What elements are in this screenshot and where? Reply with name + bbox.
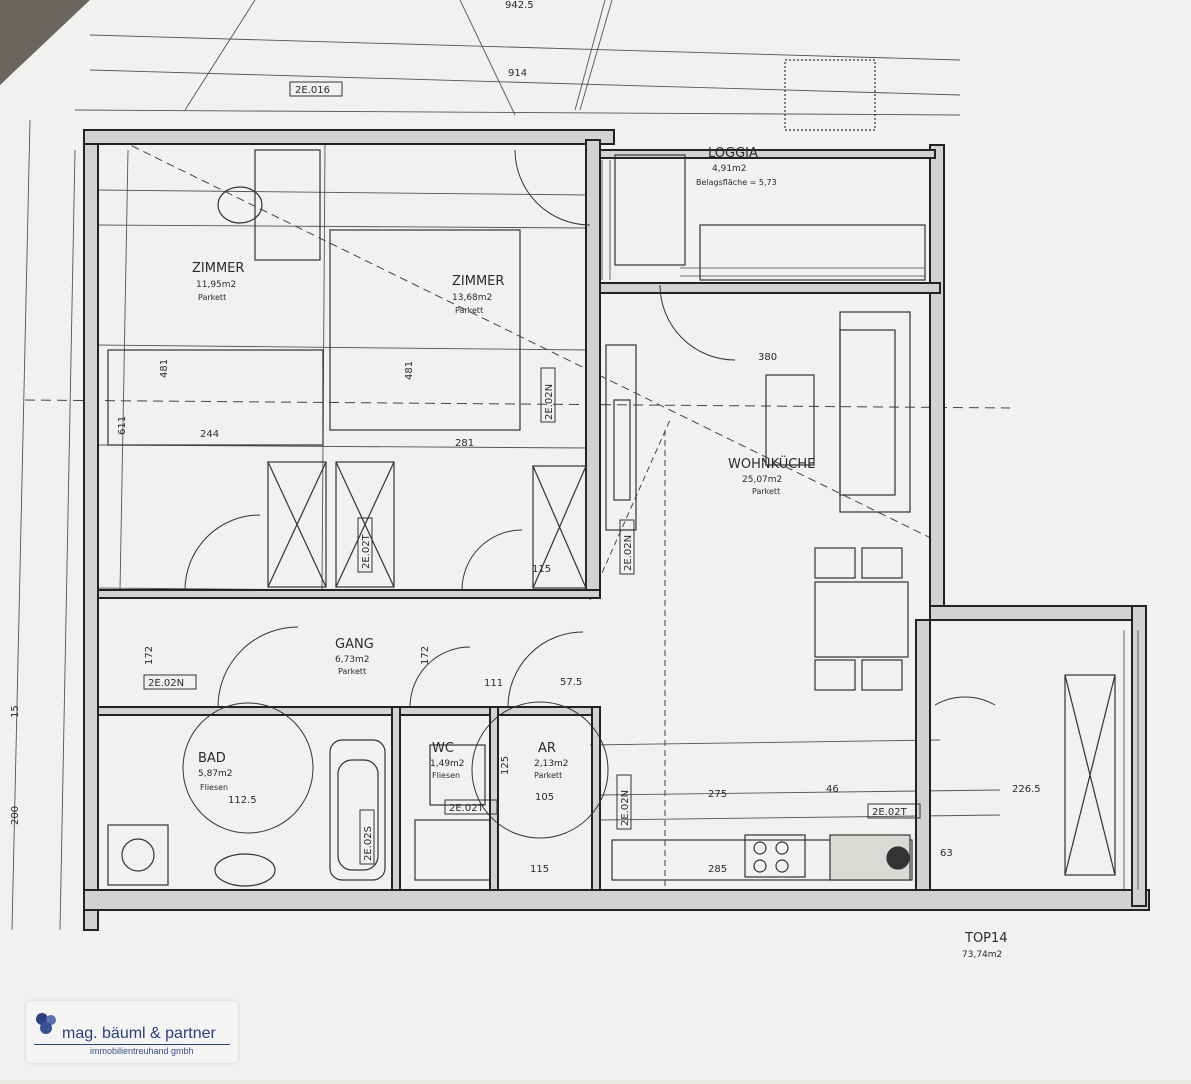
room-floor: Parkett — [455, 306, 483, 315]
logo-subtitle: immobilientreuhand gmbh — [90, 1046, 194, 1056]
room-loggia: LOGGIA 4,91m2 Belagsfläche = 5,73 — [696, 146, 777, 187]
dimension: 111 — [484, 678, 503, 689]
room-floor: Parkett — [534, 771, 562, 780]
loggia-railing — [601, 160, 1139, 890]
dimension: 481 — [159, 359, 170, 378]
dimension: 125 — [500, 756, 511, 775]
room-wc: WC 1,49m2 Fliesen — [430, 741, 465, 780]
room-floor: Fliesen — [200, 783, 228, 792]
logo-divider — [34, 1044, 230, 1045]
room-name: AR — [538, 741, 556, 756]
room-area: 2,13m2 — [534, 759, 569, 769]
dimension: 380 — [758, 352, 777, 363]
tag-label: 2E.02N — [544, 384, 555, 420]
door-swings — [182, 149, 996, 839]
dimension: 63 — [940, 848, 953, 859]
tag-label: 2E.02N — [620, 790, 631, 826]
paper-corner-shadow — [0, 0, 90, 85]
room-area: 25,07m2 — [742, 475, 782, 485]
room-floor: Parkett — [338, 667, 366, 676]
dimension: 481 — [404, 361, 415, 380]
room-gang: GANG 6,73m2 Parkett — [335, 637, 374, 676]
tag-label: 2E.02S — [363, 826, 374, 861]
room-wohnkueche: WOHNKÜCHE 25,07m2 Parkett — [728, 455, 815, 496]
room-name: BAD — [198, 751, 226, 766]
dimension: 275 — [708, 789, 727, 800]
room-ar: AR 2,13m2 Parkett — [534, 741, 569, 780]
dimension: 15 — [10, 705, 21, 718]
dimension-labels: 914 942.5 481 481 611 281 244 380 172 17… — [10, 0, 1041, 875]
company-logo: mag. bäuml & partner immobilientreuhand … — [26, 1001, 238, 1063]
tag-label: 2E.02N — [148, 678, 184, 689]
unit-name: TOP14 — [964, 931, 1008, 946]
dimension: 244 — [200, 429, 219, 440]
dimension: 115 — [530, 864, 549, 875]
tag-label: 2E.02T — [872, 807, 908, 818]
dimension: 914 — [508, 68, 527, 79]
tag-label: 2E.02N — [623, 535, 634, 571]
room-bad: BAD 5,87m2 Fliesen — [198, 751, 233, 792]
dimension: 226.5 — [1012, 784, 1041, 795]
dimension: 942.5 — [505, 0, 534, 11]
room-name: ZIMMER — [192, 261, 244, 276]
unit-area: 73,74m2 — [962, 950, 1002, 960]
tag-label: 2E.02T — [361, 533, 372, 569]
dimension: 281 — [455, 438, 474, 449]
room-area: 13,68m2 — [452, 293, 492, 303]
logo-name: mag. bäuml & partner — [62, 1025, 216, 1042]
dimension: 112.5 — [228, 795, 257, 806]
room-name: WC — [432, 741, 454, 756]
room-floor: Belagsfläche = 5,73 — [696, 178, 777, 187]
unit-label: TOP14 73,74m2 — [962, 931, 1008, 960]
room-area: 5,87m2 — [198, 769, 233, 779]
dimension: 172 — [420, 646, 431, 665]
dimension: 200 — [10, 806, 21, 825]
logo-mark-icon — [36, 1013, 56, 1034]
dimension: 46 — [826, 784, 839, 795]
dimension: 285 — [708, 864, 727, 875]
furniture — [107, 59, 1116, 887]
room-floor: Parkett — [752, 487, 780, 496]
room-name: ZIMMER — [452, 274, 504, 289]
room-floor: Parkett — [198, 293, 226, 302]
dimension: 611 — [117, 416, 128, 435]
section-line — [24, 399, 1011, 409]
diagonal-line — [589, 419, 671, 601]
room-area: 6,73m2 — [335, 655, 370, 665]
room-area: 4,91m2 — [712, 164, 747, 174]
room-area: 1,49m2 — [430, 759, 465, 769]
room-name: LOGGIA — [708, 146, 758, 161]
drafting-lines — [11, 0, 1001, 931]
tag-label: 2E.016 — [295, 85, 330, 96]
walls — [83, 129, 1150, 931]
room-name: GANG — [335, 637, 374, 652]
room-floor: Fliesen — [432, 771, 460, 780]
tag-label: 2E.02T — [449, 803, 485, 814]
room-zimmer-1: ZIMMER 11,95m2 Parkett — [192, 261, 244, 302]
diagonal-line — [119, 139, 946, 546]
dimension: 105 — [535, 792, 554, 803]
room-area: 11,95m2 — [196, 280, 236, 290]
tag-boxes: 2E.016 2E.02N 2E.02N 2E.02N 2E.02N 2E.02… — [143, 81, 921, 865]
dimension: 57.5 — [560, 677, 582, 688]
room-name: WOHNKÜCHE — [728, 455, 815, 472]
dimension: 115 — [532, 564, 551, 575]
dimension: 172 — [144, 646, 155, 665]
room-zimmer-2: ZIMMER 13,68m2 Parkett — [452, 274, 504, 315]
